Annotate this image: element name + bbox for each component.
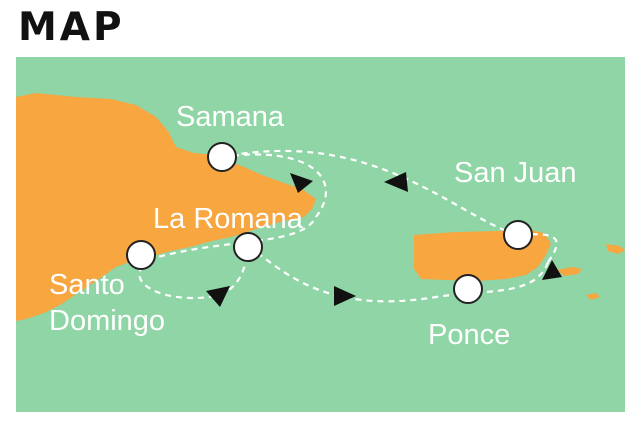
route-arrow-3 — [334, 286, 356, 306]
port-label-ponce: Ponce — [428, 319, 510, 351]
culebra-island — [606, 244, 625, 254]
port-marker-santo-domingo[interactable] — [126, 240, 156, 270]
route-arrow-2 — [206, 286, 230, 307]
port-label-santo-domingo-line2: Domingo — [49, 305, 165, 337]
port-marker-ponce[interactable] — [453, 274, 483, 304]
route-arrow-4 — [542, 260, 562, 280]
port-label-samana: Samana — [176, 101, 285, 133]
port-label-santo-domingo-line1: Santo — [49, 269, 125, 301]
map-heading: MAP — [18, 5, 125, 50]
map-svg: Samana La Romana Santo Domingo San Juan … — [16, 57, 625, 412]
route-arrow-5 — [384, 172, 408, 192]
port-marker-la-romana[interactable] — [233, 232, 263, 262]
route-arrow-1 — [290, 173, 313, 193]
cruise-route — [138, 149, 558, 303]
hispaniola-landmass — [16, 93, 316, 321]
vieques-island — [557, 267, 582, 276]
port-marker-samana[interactable] — [207, 142, 237, 172]
port-label-la-romana: La Romana — [153, 203, 304, 235]
map-canvas: Samana La Romana Santo Domingo San Juan … — [16, 57, 625, 412]
port-label-san-juan: San Juan — [454, 157, 577, 189]
port-marker-san-juan[interactable] — [503, 220, 533, 250]
islet-1 — [586, 293, 600, 300]
